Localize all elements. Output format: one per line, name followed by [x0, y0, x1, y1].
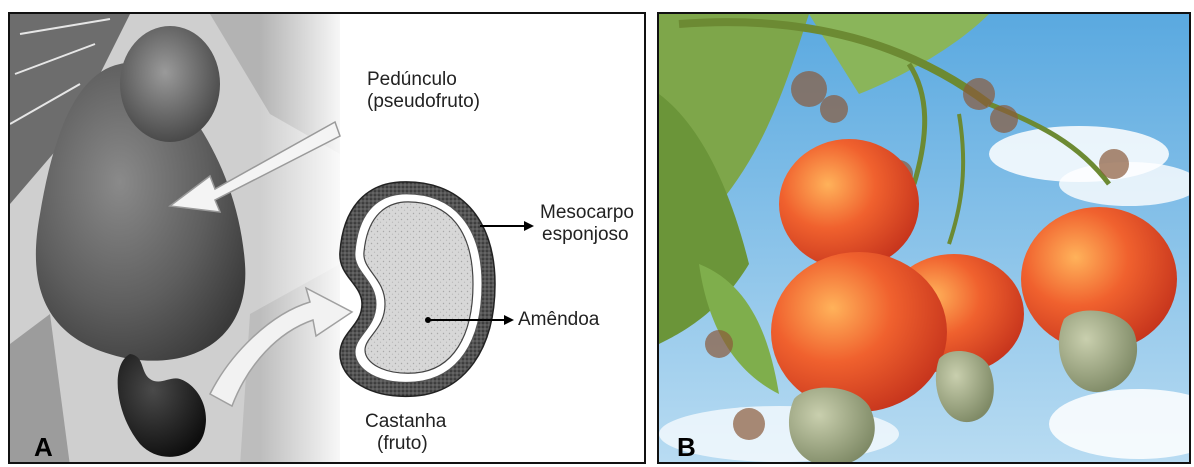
- panel-letter-b: B: [677, 432, 696, 463]
- label-peduncle-line1: Pedúnculo: [367, 69, 480, 91]
- cashew-fruit: [771, 252, 947, 412]
- panel-letter-a: A: [34, 432, 53, 463]
- label-peduncle-line2: (pseudofruto): [367, 91, 480, 113]
- label-nut-line2: (fruto): [365, 433, 446, 455]
- panel-b-photo: [659, 14, 1191, 464]
- panel-a: Pedúnculo (pseudofruto) Mesocarpo esponj…: [8, 12, 646, 464]
- label-nut: Castanha (fruto): [365, 411, 446, 455]
- cashew-nut: [789, 388, 875, 464]
- cashew-fruit: [779, 139, 919, 269]
- label-mesocarp: Mesocarpo esponjoso: [540, 202, 634, 246]
- label-mesocarp-line1: Mesocarpo: [540, 202, 634, 224]
- label-peduncle: Pedúnculo (pseudofruto): [367, 69, 480, 113]
- label-almond: Amêndoa: [518, 309, 599, 331]
- label-mesocarp-line2: esponjoso: [540, 224, 634, 246]
- panel-b: B: [657, 12, 1191, 464]
- cashew-apple-top: [120, 26, 220, 142]
- label-nut-line1: Castanha: [365, 411, 446, 433]
